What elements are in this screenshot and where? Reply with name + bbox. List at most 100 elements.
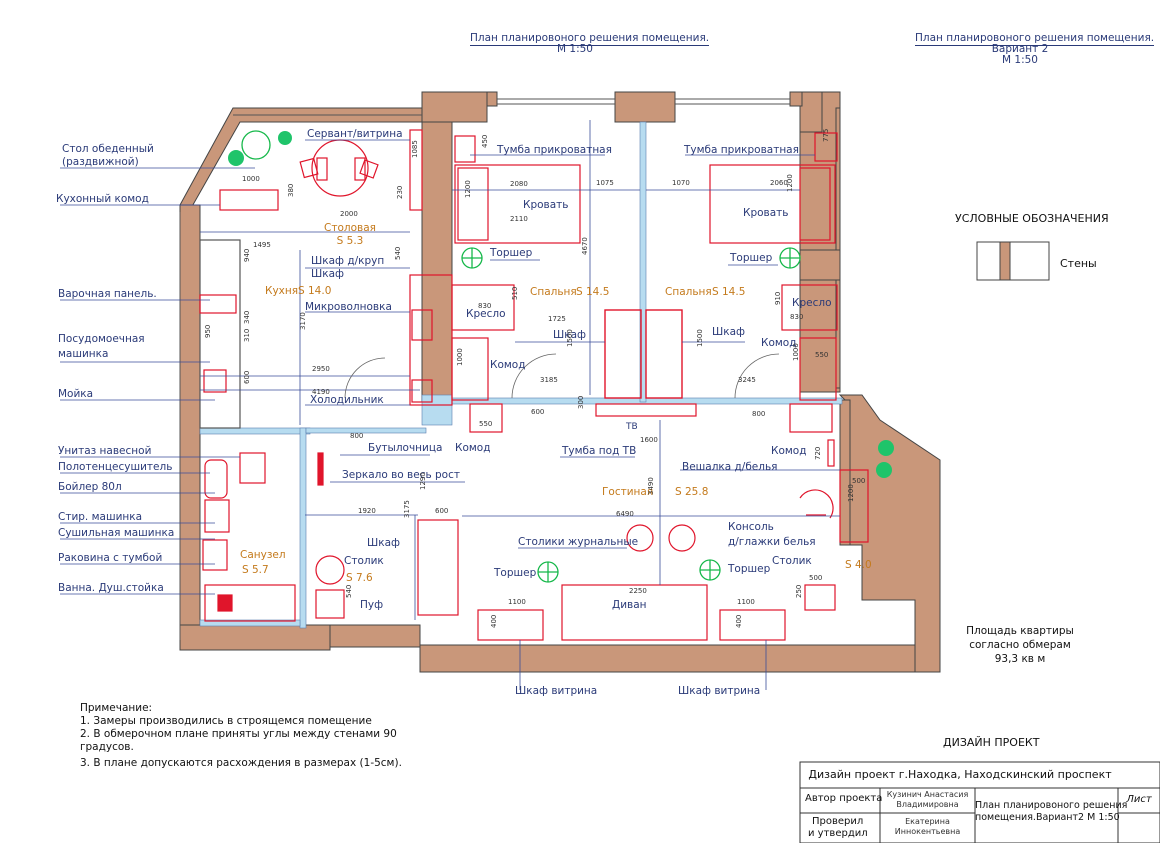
dimension-label: 300	[577, 395, 585, 409]
area-note-line2: согласно обмерам	[969, 639, 1071, 651]
callout-sofa: Диван	[612, 599, 647, 611]
area-note-line1: Площадь квартиры	[966, 625, 1074, 637]
callout-bed-1: Кровать	[523, 199, 569, 211]
legend-walls-label: Стены	[1060, 257, 1097, 270]
stamp-checked-label-2: и утвердил	[808, 828, 868, 839]
room-bedroom1-name: Спальня	[530, 286, 577, 298]
plan2-title: План планировоного решения помещения.	[915, 32, 1155, 46]
callout-microwave: Микроволновка	[305, 301, 392, 313]
callout-clothes-hanger: Вешалка д/белья	[682, 461, 778, 473]
doors	[344, 353, 780, 399]
dimension-label: 1000	[792, 343, 800, 361]
dimension-label: 2000	[340, 210, 358, 218]
dimension-label: 600	[435, 507, 449, 515]
stamp-sheet-title-2: помещения.Вариант2 М 1:50	[975, 812, 1120, 823]
callout-small-table-balcony: Столик	[772, 555, 812, 567]
callout-washer: Стир. машинка	[58, 511, 143, 523]
notes-item-3: 3. В плане допускаются расхождения в раз…	[80, 757, 402, 769]
dimension-label: 1290	[419, 472, 427, 490]
notes-title: Примечание:	[80, 702, 153, 714]
dimension-label: 1200	[786, 174, 794, 192]
dimension-label: 910	[774, 291, 782, 305]
dimension-label: 1000	[242, 175, 260, 183]
legend-swatch	[976, 241, 1050, 281]
dimension-label: 940	[243, 248, 251, 262]
stamp-project-type: ДИЗАЙН ПРОЕКТ	[943, 736, 1040, 749]
callout-chest-3: Комод	[761, 337, 797, 349]
callout-bedside-1: Тумба прикроватная	[497, 144, 612, 156]
callout-dining-table-1: Стол обеденный	[62, 143, 154, 155]
dimension-label: 250	[795, 584, 803, 598]
stamp-sheet-title-1: План планировоного решения	[975, 800, 1128, 811]
dimension-label: 3185	[540, 376, 558, 384]
area-note-line3: 93,3 кв м	[994, 653, 1046, 665]
room-kitchen-name: Кухня	[265, 285, 299, 297]
callout-boiler: Бойлер 80л	[58, 481, 122, 493]
dimension-label: 340	[243, 310, 251, 324]
callout-chest-4: Комод	[771, 445, 807, 457]
dimension-label: 950	[204, 324, 212, 338]
dimension-label: 4190	[312, 388, 330, 396]
callout-bed-2: Кровать	[743, 207, 789, 219]
room-dining-name: Столовая	[324, 222, 376, 234]
room-bedroom2-area: S 14.5	[712, 286, 746, 298]
dimension-label: 500	[852, 477, 866, 485]
callout-toilet: Унитаз навесной	[58, 445, 152, 457]
room-dining-area: S 5.3	[336, 235, 364, 247]
callout-coffee-tables: Столики журнальные	[518, 536, 639, 548]
windows	[179, 98, 790, 640]
dimension-label: 400	[735, 614, 743, 628]
dimension-label: 3170	[299, 312, 307, 330]
dimension-label: 1100	[737, 598, 755, 606]
dimension-label: 1500	[566, 329, 574, 347]
callout-dining-table-2: (раздвижной)	[62, 156, 139, 168]
dimension-label: 450	[481, 134, 489, 148]
callout-dishwasher-1: Посудомоечная	[58, 333, 145, 345]
leader-lines	[60, 120, 840, 690]
room-bedroom1-area: S 14.5	[576, 286, 610, 298]
callout-armchair-2: Кресло	[792, 297, 832, 309]
stamp-author-name-1: Кузинич Анастасия	[886, 790, 969, 799]
floor-lamps	[241, 130, 801, 583]
dimension-label: 830	[478, 302, 492, 310]
dimension-label: 2250	[629, 587, 647, 595]
dimension-label: 550	[479, 420, 493, 428]
callout-cabinet-hall: Шкаф	[367, 537, 400, 549]
dimension-label: 720	[814, 446, 822, 460]
title-block-frame	[799, 761, 1160, 843]
dimension-label: 510	[511, 286, 519, 300]
room-kitchen-area: S 14.0	[298, 285, 332, 297]
callout-floor-lamp-1: Торшер	[490, 247, 533, 259]
callout-bottle-rack: Бутылочница	[368, 442, 443, 454]
dimension-label: 500	[809, 574, 823, 582]
callout-dryer: Сушильная машинка	[58, 527, 175, 539]
callout-console-1: Консоль	[728, 521, 774, 533]
dimension-label: 230	[396, 185, 404, 199]
dimension-label: 540	[345, 584, 353, 598]
callout-sink: Мойка	[58, 388, 94, 400]
dimension-label: 1920	[358, 507, 376, 515]
dimension-label: 600	[531, 408, 545, 416]
dimension-label: 1085	[411, 140, 419, 158]
dimension-label: 2080	[510, 180, 528, 188]
callout-wardrobe-1: Шкаф	[553, 329, 586, 341]
callout-bedside-2: Тумба прикроватная	[684, 144, 799, 156]
callout-tv: ТВ	[626, 422, 638, 432]
dimension-label: 540	[394, 246, 402, 260]
callout-floor-lamp-3: Торшер	[494, 567, 537, 579]
dimension-label: 400	[490, 614, 498, 628]
dimension-label: 775	[822, 128, 830, 142]
dimension-label: 600	[243, 370, 251, 384]
callout-small-table-hall: Столик	[344, 555, 384, 567]
callout-fridge: Холодильник	[310, 394, 384, 406]
plants	[228, 131, 894, 478]
dimension-label: 6490	[616, 510, 634, 518]
dimension-label: 3490	[647, 477, 655, 495]
dimension-label: 1725	[548, 315, 566, 323]
dimension-label: 1495	[253, 241, 271, 249]
dimension-label: 1000	[456, 348, 464, 366]
callout-armchair-1: Кресло	[466, 308, 506, 320]
callout-sideboard: Сервант/витрина	[307, 128, 403, 140]
